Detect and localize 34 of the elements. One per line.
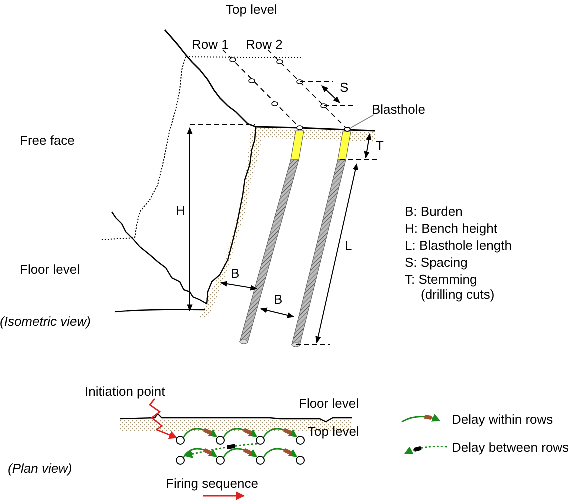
label: Floor level (299, 396, 359, 411)
label: S (340, 80, 349, 95)
callout-label: Initiation point (85, 384, 166, 399)
blasthole-circle (256, 436, 265, 445)
label: Row 1 (192, 37, 229, 52)
label: Top level (308, 424, 360, 439)
blasthole-circle (216, 456, 225, 465)
view-caption: (Plan view) (8, 461, 72, 476)
blasthole-circle (296, 456, 305, 465)
label: B (231, 266, 240, 281)
blasthole-circle (344, 127, 351, 132)
blasthole-circle (176, 456, 185, 465)
label: B (274, 292, 283, 307)
legend-text: H: Bench height (405, 221, 499, 236)
label: H (176, 203, 186, 218)
legend-text: B: Burden (405, 204, 464, 219)
legend-text: Delay within rows (452, 412, 554, 427)
label: L (345, 238, 352, 253)
legend-text: T: Stemming (drilling cuts) (405, 272, 496, 302)
callout-label: Blasthole (372, 102, 426, 117)
label: Firing sequence (166, 476, 258, 491)
label: Row 2 (246, 37, 283, 52)
view-caption: (Isometric view) (0, 314, 92, 329)
blasthole-circle (176, 436, 185, 445)
legend-text: Delay between rows (452, 440, 570, 455)
legend-text: S: Spacing (405, 255, 469, 270)
label: Top level (226, 2, 278, 17)
legend-text: L: Blasthole length (405, 238, 513, 253)
blasthole-circle (296, 436, 305, 445)
label: Free face (20, 133, 75, 148)
blasthole-circle (216, 436, 225, 445)
blasthole-circle (256, 456, 265, 465)
label: T (376, 138, 384, 153)
label: Floor level (20, 262, 80, 277)
